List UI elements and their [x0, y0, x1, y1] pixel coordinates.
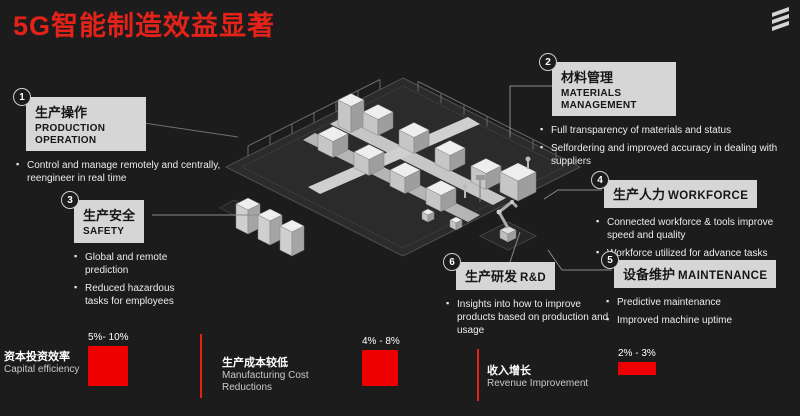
callout-label-safety: 生产安全 SAFETY — [74, 200, 145, 243]
metric-bar — [88, 346, 128, 386]
callout-title-zh: 生产研发 — [465, 269, 518, 284]
callout-production-operation: 1 生产操作 PRODUCTION OPERATION Control and … — [13, 88, 220, 190]
bullet: Global and remote prediction — [74, 251, 194, 277]
factory-illustration — [218, 72, 588, 292]
callout-title-zh: 材料管理 — [561, 70, 614, 85]
bullet: Control and manage remotely and centrall… — [16, 159, 224, 185]
callout-title-en: WORKFORCE — [668, 190, 749, 202]
robot-arm — [478, 200, 538, 251]
bullet: Full transparency of materials and statu… — [540, 124, 788, 137]
metric-label-zh: 生产成本较低 — [222, 357, 288, 369]
callout-title-en: MAINTENANCE — [678, 270, 768, 282]
metric-capital-efficiency: 资本投资效率 Capital efficiency 5%- 10% — [4, 332, 174, 386]
callout-title-zh: 生产操作 — [35, 105, 88, 120]
step-number-6: 6 — [443, 253, 461, 271]
callout-bullets: Global and remote prediction Reduced haz… — [74, 251, 194, 308]
step-number-2: 2 — [539, 53, 557, 71]
divider — [200, 334, 202, 398]
divider — [477, 349, 479, 401]
callout-title-en: PRODUCTION OPERATION — [35, 123, 106, 146]
bullet: Improved machine uptime — [606, 314, 792, 327]
bullet: Insights into how to improve products ba… — [446, 298, 620, 337]
workers — [462, 156, 531, 198]
camera-pole — [476, 175, 485, 202]
bullet: Workforce utilized for advance tasks — [596, 247, 788, 260]
metric-label-en: Manufacturing Cost Reductions — [222, 370, 309, 393]
callout-bullets: Predictive maintenance Improved machine … — [606, 296, 792, 327]
callout-bullets: Insights into how to improve products ba… — [446, 298, 620, 337]
metric-value: 2% - 3% — [618, 348, 656, 359]
step-number-3: 3 — [61, 191, 79, 209]
callout-materials-management: 2 材料管理 MATERIALS MANAGEMENT Full transpa… — [539, 53, 777, 173]
callout-title-en: MATERIALS MANAGEMENT — [561, 88, 637, 111]
metric-label-en: Capital efficiency — [4, 364, 80, 375]
callout-title-zh: 设备维护 — [623, 267, 676, 282]
step-number-4: 4 — [591, 171, 609, 189]
step-number-1: 1 — [13, 88, 31, 106]
callout-safety: 3 生产安全 SAFETY Global and remote predicti… — [61, 191, 175, 313]
metric-label-en: Revenue Improvement — [487, 378, 589, 389]
metric-bar — [362, 350, 398, 386]
callout-title-zh: 生产人力 — [613, 187, 666, 202]
metric-bar — [618, 362, 656, 375]
metric-value: 5%- 10% — [88, 332, 129, 343]
metric-manufacturing-cost: 生产成本较低 Manufacturing Cost Reductions 4% … — [222, 336, 400, 394]
bullet: Predictive maintenance — [606, 296, 792, 309]
bullet: Selfordering and improved accuracy in de… — [540, 142, 788, 168]
callout-bullets: Connected workforce & tools improve spee… — [596, 216, 788, 260]
callout-label-production-operation: 生产操作 PRODUCTION OPERATION — [26, 97, 146, 151]
metric-label-zh: 资本投资效率 — [4, 351, 70, 363]
server-racks — [218, 197, 306, 257]
callout-label-materials-management: 材料管理 MATERIALS MANAGEMENT — [552, 62, 676, 116]
page-title: 5G智能制造效益显著 — [13, 11, 276, 41]
step-number-5: 5 — [601, 251, 619, 269]
callout-bullets: Full transparency of materials and statu… — [540, 124, 788, 168]
bullet: Reduced hazardous tasks for employees — [74, 282, 194, 308]
ericsson-logo — [770, 4, 792, 32]
metric-value: 4% - 8% — [362, 336, 400, 347]
callout-title-en: R&D — [520, 272, 547, 284]
metric-label-zh: 收入增长 — [487, 365, 531, 377]
bullet: Connected workforce & tools improve spee… — [596, 216, 788, 242]
callout-bullets: Control and manage remotely and centrall… — [16, 159, 224, 185]
metric-revenue-improvement: 收入增长 Revenue Improvement 2% - 3% — [487, 348, 656, 390]
callout-title-zh: 生产安全 — [83, 208, 136, 223]
callout-title-en: SAFETY — [83, 226, 125, 237]
machine-cluster — [317, 93, 537, 231]
